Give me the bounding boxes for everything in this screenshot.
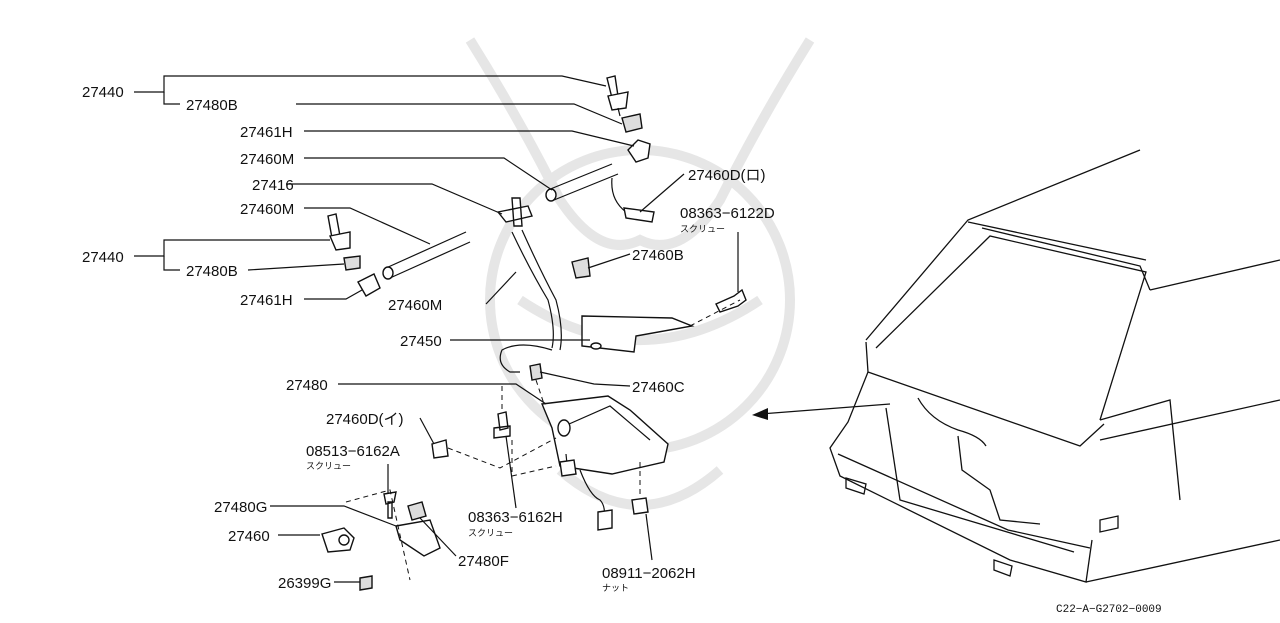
bracket-27480G-part: [395, 519, 441, 557]
elbow-top-part: [627, 139, 651, 163]
nut-2062H-part: [631, 497, 649, 515]
grommet-27480F-part: [407, 501, 427, 521]
pump-27460-part: [321, 527, 355, 553]
label-27461H-top: 27461H: [240, 124, 293, 141]
label-27460M-c: 27460M: [388, 297, 442, 314]
label-27460C: 27460C: [632, 379, 685, 396]
elbow-bottom-part: [357, 273, 381, 297]
hose-bottom-part: [382, 231, 471, 280]
label-27480G: 27480G: [214, 499, 267, 516]
grommet-bottom-part: [343, 255, 361, 271]
label-27480B-top: 27480B: [186, 97, 238, 114]
label-08363-6162H: 08363−6162H: [468, 509, 563, 526]
leader-lines: [134, 75, 739, 583]
nozzle-top-part: [606, 75, 629, 117]
diagram-reference-code: C22−A−G2702−0009: [1056, 604, 1162, 616]
label-27480B-bottom: 27480B: [186, 263, 238, 280]
label-08911-2062H: 08911−2062H: [602, 565, 696, 582]
clamp-27460B-part: [571, 257, 591, 279]
hose-vertical-part: [511, 231, 554, 349]
label-27416: 27416: [252, 177, 294, 194]
direction-arrow: [752, 403, 891, 420]
hose-lower-part: [499, 344, 553, 373]
label-27480F: 27480F: [458, 553, 509, 570]
clip-26399G-part: [359, 575, 373, 591]
label-08363-6122D-sub: スクリュー: [680, 224, 725, 235]
nozzle-bottom-part: [327, 213, 351, 251]
screw-6122D-part: [715, 288, 747, 313]
label-27460D-ro: 27460D(ロ): [688, 167, 766, 184]
label-27460M-a: 27460M: [240, 151, 294, 168]
label-27480: 27480: [286, 377, 328, 394]
screw-6162A-part: [383, 491, 397, 519]
label-27460M-b: 27460M: [240, 201, 294, 218]
label-27460B: 27460B: [632, 247, 684, 264]
label-27440-top: 27440: [82, 84, 124, 101]
label-26399G: 26399G: [278, 575, 331, 592]
label-08911-2062H-sub: ナット: [602, 583, 629, 594]
vehicle-rear-illustration: [829, 149, 1280, 583]
tee-joint-part: [496, 197, 533, 227]
label-08363-6162H-sub: スクリュー: [468, 528, 513, 539]
part-labels: 27440 27480B 27461H 27460M 27416 27460M …: [82, 84, 1162, 616]
label-27460D-i: 27460D(イ): [326, 411, 404, 428]
label-27460: 27460: [228, 528, 270, 545]
label-08363-6122D: 08363−6122D: [680, 205, 775, 222]
tank-27480-part: [540, 395, 669, 531]
label-27461H-bottom: 27461H: [240, 292, 293, 309]
elbow-27460D-i-part: [431, 439, 449, 459]
label-27440-bottom: 27440: [82, 249, 124, 266]
label-08513-6162A-sub: スクリュー: [306, 461, 351, 472]
clip-27460C-part: [529, 363, 543, 381]
bracket-27450-part: [581, 315, 695, 353]
parts-drawings: [321, 75, 747, 591]
grommet-top-part: [621, 113, 643, 133]
label-08513-6162A: 08513−6162A: [306, 443, 400, 460]
screw-6162H-part: [493, 411, 511, 439]
label-27450: 27450: [400, 333, 442, 350]
